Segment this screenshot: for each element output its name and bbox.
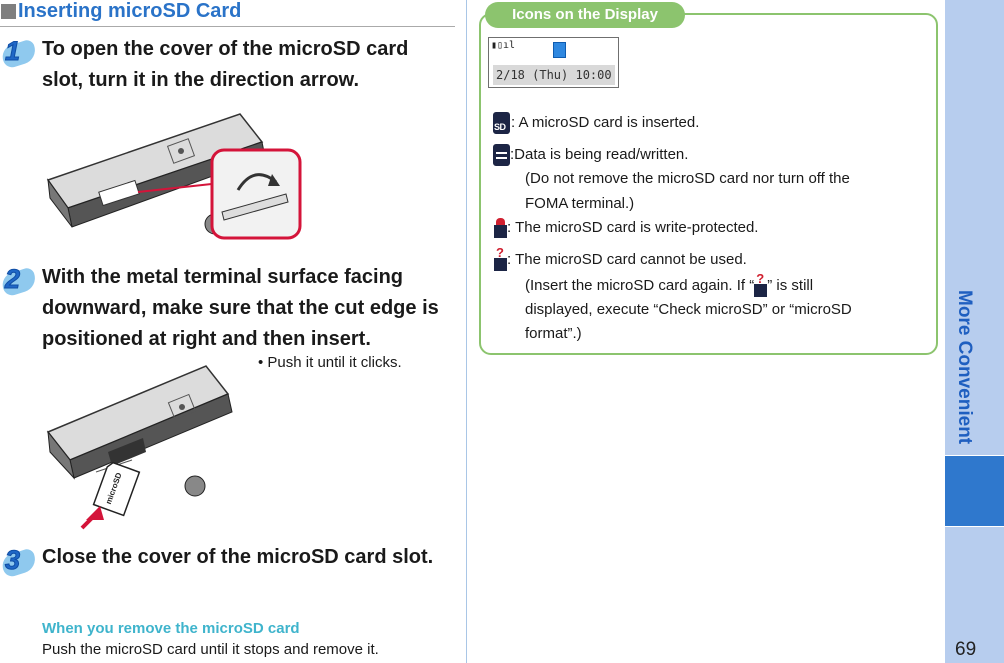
display-screen-sample: ▮▯ıl 2/18 (Thu) 10:00: [488, 37, 619, 88]
icon-row-inserted: : A microSD card is inserted.: [493, 112, 699, 134]
microsd-card: microSD: [92, 461, 141, 517]
icons-box-title: Icons on the Display: [512, 6, 658, 23]
step-1-number: 1: [4, 36, 21, 67]
step-2-text: With the metal terminal surface facing d…: [42, 266, 439, 350]
icon-row-write-protected: : The microSD card is write-protected.: [494, 218, 758, 238]
microsd-status-icon: [553, 42, 566, 58]
step-2-number: 2: [4, 264, 21, 295]
read-write-icon: [493, 144, 510, 166]
insert-card-illustration: microSD: [46, 365, 233, 530]
screen-clock: 2/18 (Thu) 10:00: [493, 65, 615, 85]
step-3-number: 3: [4, 545, 21, 576]
side-tab-label-wrap: More Convenient: [944, 290, 986, 444]
icon-row-read-write: :Data is being read/written.: [493, 144, 688, 166]
side-tab-upper: [945, 0, 1004, 455]
icon-row-read-write-note-1: (Do not remove the microSD card nor turn…: [525, 170, 850, 187]
side-tab-label: More Convenient: [954, 290, 975, 445]
step-1-text: To open the cover of the microSD card sl…: [42, 38, 409, 91]
remove-body: Push the microSD card until it stops and…: [42, 641, 379, 658]
icon-row-unusable-note-1: (Insert the microSD card again. If “?” i…: [525, 271, 813, 297]
remove-heading: When you remove the microSD card: [42, 620, 300, 637]
icons-box-title-pill: Icons on the Display: [485, 2, 685, 28]
section-header: Inserting microSD Card: [0, 0, 455, 27]
phone-open-cover-illustration: [46, 113, 302, 240]
icons-box: [479, 13, 938, 355]
status-bar: ▮▯ıl: [489, 38, 618, 64]
section-marker-square: [1, 4, 16, 19]
column-divider: [466, 0, 467, 663]
microsd-write-protected-icon: [494, 218, 507, 238]
signal-antenna-icon: ▮▯ıl: [491, 40, 516, 51]
side-tab-marker: [945, 456, 1004, 526]
microsd-unusable-inline-icon: ?: [754, 271, 768, 297]
icon-row-unusable-note-2: displayed, execute “Check microSD” or “m…: [525, 301, 852, 318]
microsd-unusable-icon: ?: [494, 245, 507, 271]
microsd-inserted-icon: [493, 112, 510, 134]
icon-row-unusable-note-3: format”.): [525, 325, 582, 342]
icon-row-unusable: ?: The microSD card cannot be used.: [494, 245, 747, 271]
step-1-badge: 1: [0, 36, 40, 71]
step-3-text: Close the cover of the microSD card slot…: [42, 546, 434, 568]
page-number: 69: [955, 639, 977, 660]
step-3-badge: 3: [0, 545, 40, 580]
step-2-badge: 2: [0, 264, 40, 299]
side-tab-lower: [945, 527, 1004, 663]
step-2-note: • Push it until it clicks.: [258, 354, 402, 371]
section-title: Inserting microSD Card: [18, 0, 242, 22]
icon-row-read-write-note-2: FOMA terminal.): [525, 195, 635, 212]
